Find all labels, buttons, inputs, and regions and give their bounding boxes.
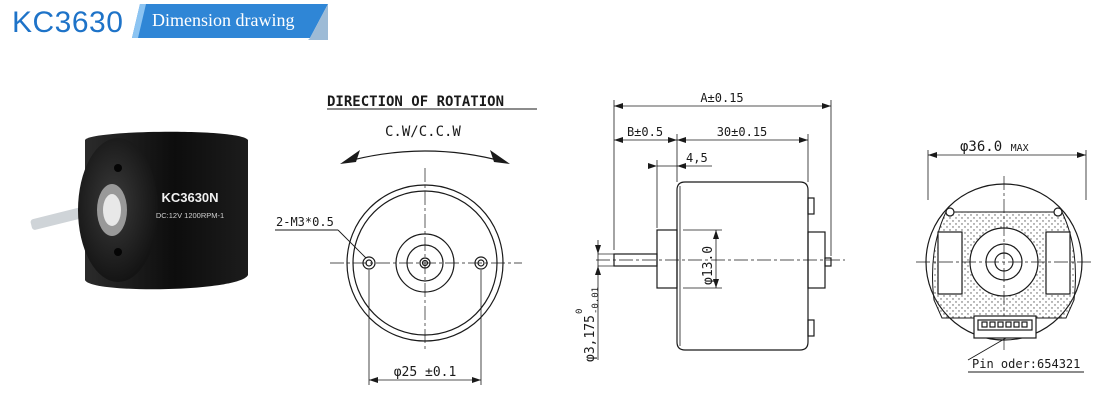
dim-small-label: 4,5 xyxy=(686,151,708,165)
motor-product-photo: KC3630N DC:12V 1200RPM-1 xyxy=(30,131,248,290)
model-title: KC3630 xyxy=(12,6,124,39)
shaft-dia-label: φ3,175 xyxy=(583,315,598,362)
side-view: A±0.15 B±0.5 30±0.15 4,5 φ13.0 φ3,175 0 … xyxy=(575,91,845,362)
body-length-label: 30±0.15 xyxy=(717,125,768,139)
shaft-tol-lower: -0.01 xyxy=(591,287,601,314)
dim-b-label: B±0.5 xyxy=(627,125,663,139)
max-dia-value: φ36.0 xyxy=(960,139,1002,155)
boss-dia-label: φ13.0 xyxy=(701,246,716,285)
section-tab-banner xyxy=(132,4,328,40)
front-view: DIRECTION OF ROTATION C.W/C.C.W 2-M3*0.5… xyxy=(275,94,537,385)
pin-order-label: Pin oder:654321 xyxy=(972,357,1080,371)
svg-text:φ36.0 MAX: φ36.0 MAX xyxy=(960,139,1029,155)
rear-view: φ36.0 MAX Pin oder:654321 xyxy=(916,139,1092,373)
overall-length-label: A±0.15 xyxy=(700,91,743,105)
rotation-direction-label: C.W/C.C.W xyxy=(385,124,461,140)
photo-label-model: KC3630N xyxy=(161,190,218,205)
max-dia-suffix: MAX xyxy=(1011,143,1029,154)
hole-spec-label: 2-M3*0.5 xyxy=(276,215,334,229)
section-tab-label: Dimension drawing xyxy=(152,10,295,30)
bolt-circle-label: φ25 ±0.1 xyxy=(394,365,457,380)
shaft-tol-upper: 0 xyxy=(575,309,585,314)
photo-label-rating: DC:12V 1200RPM-1 xyxy=(156,211,224,220)
rotation-heading: DIRECTION OF ROTATION xyxy=(327,94,504,110)
